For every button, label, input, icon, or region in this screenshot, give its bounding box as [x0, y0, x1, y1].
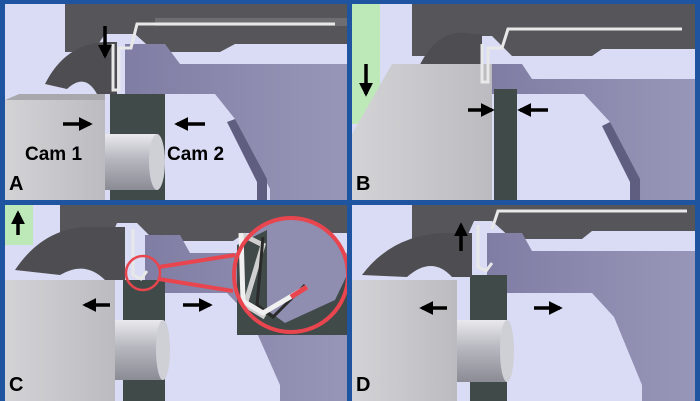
zoom-connector [158, 253, 236, 269]
zoom-source-circle [124, 254, 162, 292]
cam1-block [352, 280, 457, 401]
roller-end [500, 320, 514, 382]
cam2-die-edge [602, 122, 640, 200]
zoom-connector [158, 277, 234, 293]
roller-end [156, 320, 170, 380]
upper-die-holder [412, 205, 695, 239]
sheet-part [131, 229, 149, 281]
roller [105, 134, 157, 190]
cam1-block [5, 100, 105, 200]
cam2-label: Cam 2 [167, 144, 224, 165]
panel-d: D [352, 205, 695, 401]
zoom-callout [232, 216, 347, 335]
sheet-part [111, 22, 335, 92]
roller [115, 320, 163, 380]
cam1-block [352, 64, 492, 200]
punch-arch [362, 233, 472, 277]
panel-letter: A [9, 173, 23, 195]
panel-letter: B [356, 173, 370, 195]
panel-letter: C [9, 374, 23, 396]
cam1-block-top [5, 94, 105, 100]
punch-arch [15, 226, 125, 280]
panel-c: C [5, 205, 347, 401]
cam2-die-body [492, 64, 695, 200]
roller-end [149, 134, 165, 190]
roller [457, 320, 507, 382]
cam2-die-edge [227, 119, 267, 200]
sheet-part [476, 209, 687, 273]
upper-die-holder [65, 4, 347, 52]
panel-b: B [352, 4, 695, 200]
cam2-die-body [125, 44, 347, 200]
panel-a: Cam 1 Cam 2 A [5, 4, 347, 200]
cam1-label: Cam 1 [25, 144, 82, 165]
cam2-die-body [487, 233, 695, 401]
cam2-die-shadow [494, 89, 517, 200]
panel-letter: D [356, 374, 370, 396]
cam1-block [5, 280, 115, 401]
sheet-part [480, 27, 682, 84]
